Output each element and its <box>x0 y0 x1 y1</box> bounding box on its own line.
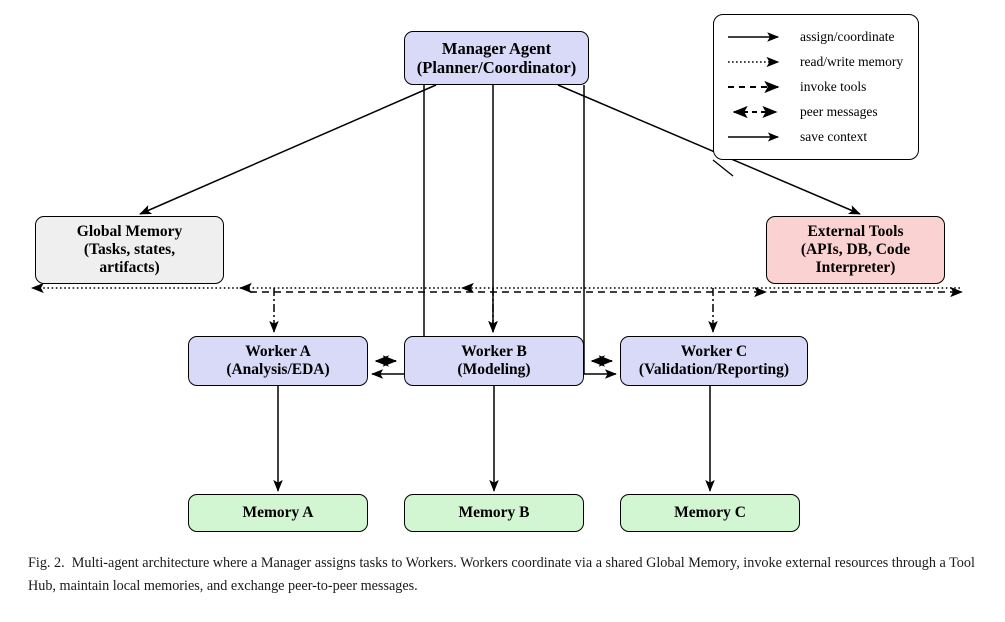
legend-sample-solid-arrow-2 <box>726 128 792 146</box>
legend-item-peer-messages: peer messages <box>726 99 908 124</box>
legend-label-save-context: save context <box>800 128 868 144</box>
external-tools-subtitle-2: Interpreter) <box>815 259 896 277</box>
manager-agent-subtitle: (Planner/Coordinator) <box>416 58 577 77</box>
legend-sample-dashed-arrow <box>726 78 792 96</box>
worker-c-title: Worker C <box>680 342 748 360</box>
legend-box: assign/coordinate read/write memory <box>713 14 919 160</box>
global-memory-subtitle-1: (Tasks, states, <box>83 240 176 258</box>
node-memory-b[interactable]: Memory B <box>404 494 584 532</box>
legend-label-read-write-memory: read/write memory <box>800 53 904 69</box>
node-external-tools[interactable]: External Tools (APIs, DB, Code Interpret… <box>766 216 945 284</box>
manager-agent-title: Manager Agent <box>441 38 552 58</box>
node-worker-c[interactable]: Worker C (Validation/Reporting) <box>620 336 808 386</box>
legend-item-invoke-tools: invoke tools <box>726 74 908 99</box>
legend-item-read-write-memory: read/write memory <box>726 49 908 74</box>
memory-b-title: Memory B <box>458 503 530 521</box>
figure-caption-text: Multi-agent architecture where a Manager… <box>28 555 975 594</box>
node-global-memory[interactable]: Global Memory (Tasks, states, artifacts) <box>35 216 224 284</box>
node-worker-a[interactable]: Worker A (Analysis/EDA) <box>188 336 368 386</box>
worker-c-subtitle: (Validation/Reporting) <box>638 361 790 378</box>
node-worker-b[interactable]: Worker B (Modeling) <box>404 336 584 386</box>
legend-leader-line <box>712 159 734 177</box>
edge-manager-to-global-memory <box>139 84 437 215</box>
node-manager-agent[interactable]: Manager Agent (Planner/Coordinator) <box>404 31 589 85</box>
figure-number: Fig. 2. <box>28 555 65 571</box>
legend-label-assign-coordinate: assign/coordinate <box>800 28 895 44</box>
node-memory-a[interactable]: Memory A <box>188 494 368 532</box>
external-tools-title: External Tools <box>807 222 904 240</box>
global-memory-title: Global Memory <box>76 222 183 240</box>
edge-manager-to-worker-c <box>583 85 617 379</box>
legend-label-peer-messages: peer messages <box>800 103 878 119</box>
worker-a-subtitle: (Analysis/EDA) <box>226 361 330 378</box>
global-memory-subtitle-2: artifacts) <box>99 259 160 277</box>
memory-a-title: Memory A <box>242 503 314 521</box>
figure-caption: Fig. 2. Multi-agent architecture where a… <box>28 552 978 598</box>
edge-manager-to-external-tools <box>557 84 861 215</box>
worker-a-title: Worker A <box>245 342 311 360</box>
legend-sample-bidirectional-dashed-arrow <box>726 103 792 121</box>
worker-b-subtitle: (Modeling) <box>457 361 531 378</box>
legend-item-assign-coordinate: assign/coordinate <box>726 24 908 49</box>
legend-item-save-context: save context <box>726 124 908 149</box>
legend-sample-dotted-arrow <box>726 53 792 71</box>
worker-b-title: Worker B <box>461 342 527 360</box>
memory-c-title: Memory C <box>674 503 746 521</box>
external-tools-subtitle-1: (APIs, DB, Code <box>800 240 911 258</box>
edge-manager-to-worker-a <box>371 85 425 379</box>
node-memory-c[interactable]: Memory C <box>620 494 800 532</box>
legend-sample-solid-arrow <box>726 28 792 46</box>
legend-label-invoke-tools: invoke tools <box>800 78 867 94</box>
